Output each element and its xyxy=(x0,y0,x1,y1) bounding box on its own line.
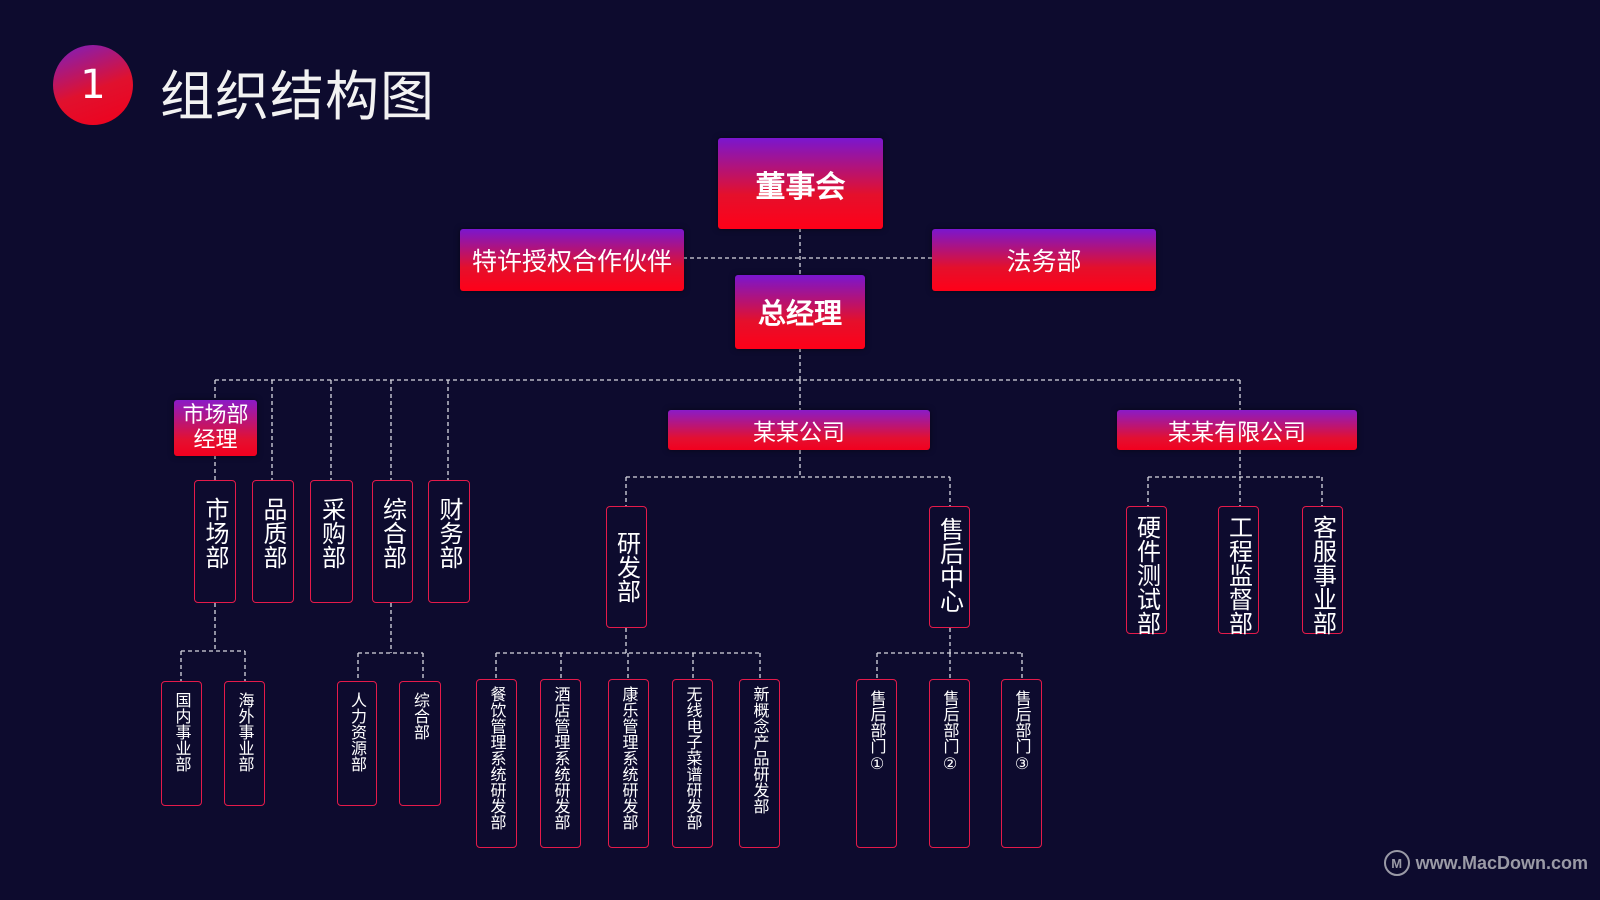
sub-hotel-rd: 酒店管理系统研发部 xyxy=(540,679,581,848)
page-title: 组织结构图 xyxy=(160,65,435,128)
dept-rd-label: 研发部 xyxy=(612,531,641,603)
dept-quality-label: 品质部 xyxy=(259,497,287,569)
dept-eng-supervise: 工程监督部 xyxy=(1218,506,1259,635)
sub-catering-rd: 餐饮管理系统研发部 xyxy=(476,679,517,848)
board-label: 董事会 xyxy=(755,169,846,205)
sub-domestic: 国内事业部 xyxy=(161,681,202,806)
board-box: 董事会 xyxy=(718,138,883,229)
sub-sales-3-label: 售后部门③ xyxy=(1012,690,1032,773)
dept-quality: 品质部 xyxy=(252,480,294,603)
gm-label: 总经理 xyxy=(757,297,842,330)
sub-wireless-rd: 无线电子菜谱研发部 xyxy=(672,679,713,848)
sub-sales-1: 售后部门① xyxy=(856,679,897,848)
partner-label: 特许授权合作伙伴 xyxy=(471,247,672,276)
sub-general: 综合部 xyxy=(399,681,441,806)
sub-catering-rd-label: 餐饮管理系统研发部 xyxy=(487,686,507,830)
dept-aftersale-label: 售后中心 xyxy=(935,517,964,613)
sub-wireless-rd-label: 无线电子菜谱研发部 xyxy=(683,686,703,830)
dept-eng-supervise-label: 工程监督部 xyxy=(1224,515,1253,635)
company-b-label: 某某有限公司 xyxy=(1168,420,1306,446)
sub-domestic-label: 国内事业部 xyxy=(172,692,192,772)
sub-sales-1-label: 售后部门① xyxy=(867,690,887,773)
sub-sales-2: 售后部门② xyxy=(929,679,970,848)
dept-purchase-label: 采购部 xyxy=(317,497,346,569)
sub-hr-label: 人力资源部 xyxy=(348,692,367,772)
sub-hotel-rd-label: 酒店管理系统研发部 xyxy=(551,686,571,830)
market-manager-box: 市场部 经理 xyxy=(174,400,257,456)
sub-hr: 人力资源部 xyxy=(337,681,377,806)
dept-purchase: 采购部 xyxy=(310,480,353,603)
sub-newconcept-rd: 新概念产品研发部 xyxy=(739,679,780,848)
dept-hw-test-label: 硬件测试部 xyxy=(1132,515,1161,635)
sub-newconcept-rd-label: 新概念产品研发部 xyxy=(750,686,770,814)
section-number-badge: 1 xyxy=(53,45,133,125)
company-b-box: 某某有限公司 xyxy=(1117,410,1357,450)
dept-general: 综合部 xyxy=(372,480,413,603)
dept-market: 市场部 xyxy=(194,480,236,603)
dept-rd: 研发部 xyxy=(606,506,647,628)
dept-customer-service: 客服事业部 xyxy=(1302,506,1343,635)
legal-label: 法务部 xyxy=(1006,247,1082,276)
sub-leisure-rd: 康乐管理系统研发部 xyxy=(608,679,649,848)
sub-overseas: 海外事业部 xyxy=(224,681,265,806)
macdown-logo-icon: M xyxy=(1383,850,1410,876)
section-number: 1 xyxy=(80,62,106,108)
watermark-text: www.MacDown.com xyxy=(1415,852,1588,873)
dept-finance-label: 财务部 xyxy=(435,497,463,569)
company-a-box: 某某公司 xyxy=(668,410,930,450)
sub-general-label: 综合部 xyxy=(411,692,430,740)
sub-sales-2-label: 售后部门② xyxy=(940,690,960,773)
gm-box: 总经理 xyxy=(735,275,865,349)
dept-general-label: 综合部 xyxy=(378,497,407,569)
partner-box: 特许授权合作伙伴 xyxy=(460,229,684,291)
market-manager-label: 市场部 经理 xyxy=(182,402,249,453)
dept-finance: 财务部 xyxy=(428,480,470,603)
dept-market-label: 市场部 xyxy=(201,497,229,569)
dept-aftersale: 售后中心 xyxy=(929,506,970,628)
sub-overseas-label: 海外事业部 xyxy=(235,692,255,772)
watermark: M www.MacDown.com xyxy=(1383,850,1588,876)
legal-box: 法务部 xyxy=(932,229,1156,291)
company-a-label: 某某公司 xyxy=(753,420,845,446)
sub-leisure-rd-label: 康乐管理系统研发部 xyxy=(619,686,639,830)
dept-hw-test: 硬件测试部 xyxy=(1126,506,1167,635)
dept-customer-service-label: 客服事业部 xyxy=(1308,515,1337,635)
sub-sales-3: 售后部门③ xyxy=(1001,679,1042,848)
